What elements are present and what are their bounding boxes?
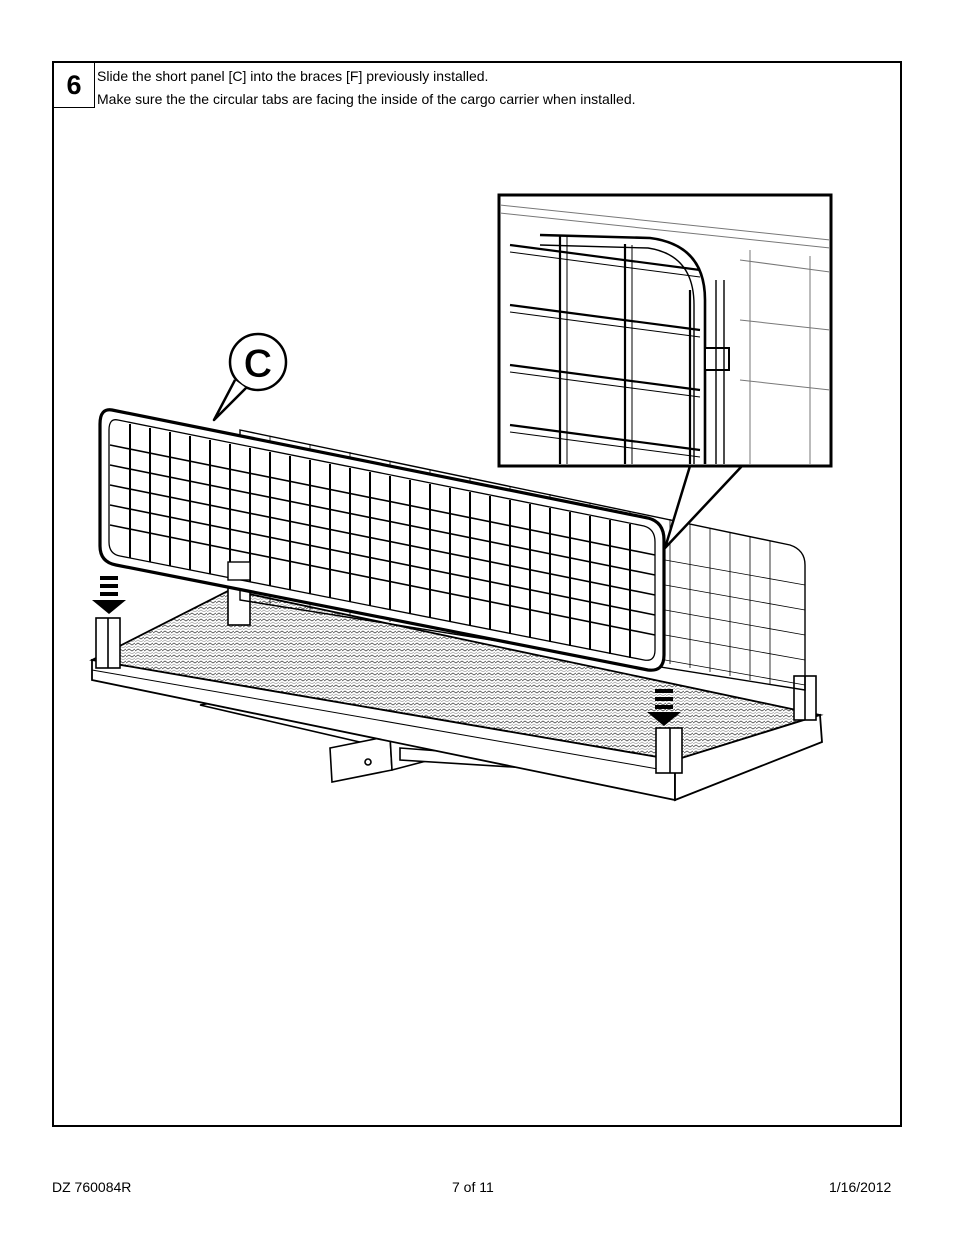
down-arrow-icon <box>92 576 126 614</box>
instruction-line: Slide the short panel [C] into the brace… <box>97 68 489 84</box>
footer-date: 1/16/2012 <box>829 1179 892 1195</box>
cargo-platform <box>89 589 824 802</box>
instruction-line: Make sure the the circular tabs are faci… <box>97 91 636 107</box>
down-arrow-icon <box>647 689 681 726</box>
footer-doc-id: DZ 760084R <box>52 1179 132 1195</box>
part-callout: C <box>212 332 288 422</box>
detail-inset <box>497 193 833 550</box>
short-panel-c <box>98 408 666 672</box>
footer-page-number: 7 of 11 <box>452 1179 494 1195</box>
step-number: 6 <box>54 63 95 108</box>
braces <box>95 584 817 774</box>
step-instructions: Slide the short panel [C] into the brace… <box>97 65 636 111</box>
step-frame: 6 Slide the short panel [C] into the bra… <box>52 61 902 1127</box>
callout-label: C <box>244 342 273 386</box>
